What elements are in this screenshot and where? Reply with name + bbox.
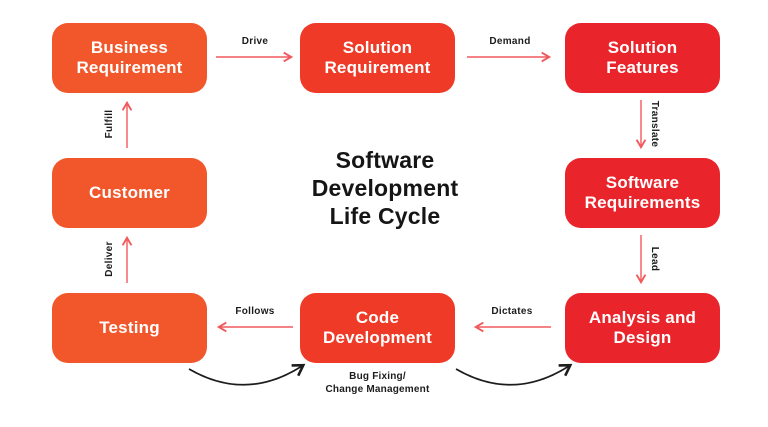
node-solution-features: Solution Features [565, 23, 720, 93]
node-solution-requirement: Solution Requirement [300, 23, 455, 93]
edge-label-dictates: Dictates [491, 306, 533, 317]
edge-label-drive: Drive [241, 36, 269, 47]
node-testing: Testing [52, 293, 207, 363]
edge-label-lead: Lead [649, 246, 660, 272]
node-analysis-and-design: Analysis and Design [565, 293, 720, 363]
curved-arrow-testing-to-code [188, 363, 306, 386]
node-solution-features-label: Solution Features [606, 38, 679, 77]
node-customer: Customer [52, 158, 207, 228]
edge-label-translate: Translate [649, 100, 660, 148]
diagram-title: Software Development Life Cycle [311, 147, 459, 229]
node-business-requirement-label: Business Requirement [76, 38, 183, 77]
edge-label-follows: Follows [235, 306, 275, 317]
node-solution-requirement-label: Solution Requirement [324, 38, 431, 77]
edge-label-deliver: Deliver [104, 241, 115, 277]
edge-label-fulfill: Fulfill [104, 109, 115, 139]
node-analysis-and-design-label: Analysis and Design [588, 308, 697, 347]
node-code-development-label: Code Development [323, 308, 432, 347]
node-business-requirement: Business Requirement [52, 23, 207, 93]
edge-label-bug-fixing-change-management: Bug Fixing/ Change Management [325, 371, 430, 395]
node-code-development: Code Development [300, 293, 455, 363]
node-software-requirements-label: Software Requirements [584, 173, 701, 212]
node-customer-label: Customer [89, 183, 170, 202]
edge-label-demand: Demand [489, 36, 531, 47]
node-testing-label: Testing [99, 318, 160, 337]
curved-arrow-code-to-analysis [455, 363, 573, 386]
node-software-requirements: Software Requirements [565, 158, 720, 228]
